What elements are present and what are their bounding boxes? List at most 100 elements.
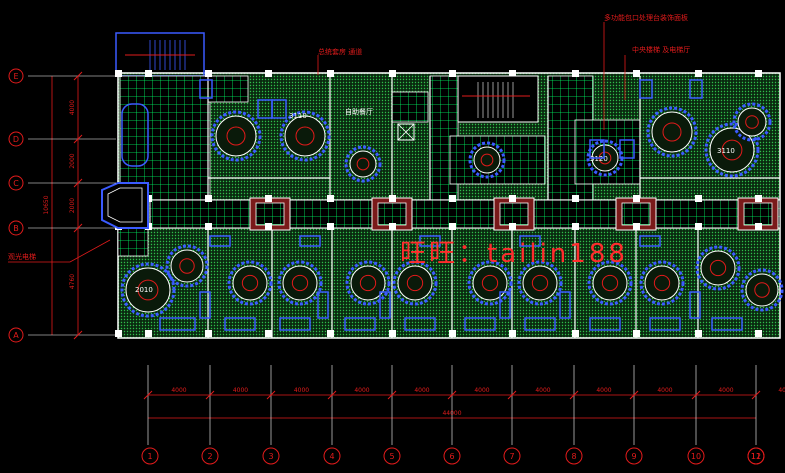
row-axis-C: C bbox=[8, 175, 24, 191]
table-chairs-5 bbox=[646, 106, 698, 158]
column-1-3 bbox=[145, 330, 152, 337]
column-8-3 bbox=[572, 330, 579, 337]
table-chairs-14 bbox=[467, 260, 513, 306]
annotation-top-3: 中央楼梯 及电梯厅 bbox=[632, 45, 690, 54]
col-axis-label-2: 2 bbox=[207, 452, 212, 461]
table-label-1: 3110 bbox=[717, 147, 735, 155]
table-chairs-12 bbox=[345, 260, 391, 306]
col-dim-text-10: 4000 bbox=[778, 387, 785, 394]
row-axis-label-D: D bbox=[13, 135, 19, 144]
column-11-2 bbox=[755, 223, 762, 230]
row-axis-circle-B bbox=[8, 220, 24, 236]
table-chairs-19 bbox=[740, 268, 784, 312]
annotation-leaders bbox=[8, 22, 626, 263]
row-axis-label-E: E bbox=[13, 72, 18, 81]
table-center-5 bbox=[662, 122, 682, 142]
column-3-3 bbox=[265, 330, 272, 337]
column-6-1 bbox=[449, 195, 456, 202]
round-table-8 bbox=[120, 262, 176, 318]
row-tick-4 bbox=[73, 330, 83, 340]
col-tick-8 bbox=[629, 390, 639, 400]
annotation-top-1: 总统套房 通道 bbox=[318, 47, 362, 56]
row-dim-text-1: 2000 bbox=[69, 153, 76, 168]
column-10-2 bbox=[695, 223, 702, 230]
table-top-14 bbox=[472, 265, 508, 301]
col-dim-text-2: 4000 bbox=[294, 387, 309, 394]
table-top-18 bbox=[700, 250, 736, 286]
table-top-5 bbox=[651, 111, 693, 153]
row-axis-label-C: C bbox=[13, 179, 19, 188]
round-table-9 bbox=[165, 244, 209, 288]
furniture-27 bbox=[639, 235, 661, 247]
row-axis-label-A: A bbox=[13, 331, 19, 340]
col-axis-label-9: 9 bbox=[631, 452, 636, 461]
table-top-9 bbox=[170, 249, 204, 283]
furniture-24 bbox=[299, 235, 321, 247]
col-axis-circle-1 bbox=[141, 447, 159, 465]
table-chairs-11 bbox=[277, 260, 323, 306]
column-6-2 bbox=[449, 223, 456, 230]
furniture-15 bbox=[649, 317, 681, 331]
column-0-3 bbox=[115, 330, 122, 337]
circulation-grid bbox=[117, 75, 641, 257]
round-table-15 bbox=[517, 260, 563, 306]
observation-bay bbox=[101, 182, 149, 229]
col-tick-2 bbox=[266, 390, 276, 400]
col-dim-text-3: 4000 bbox=[354, 387, 369, 394]
column-2-0 bbox=[205, 70, 212, 77]
col-tick-4 bbox=[387, 390, 397, 400]
table-center-11 bbox=[291, 274, 309, 292]
table-top-10 bbox=[232, 265, 268, 301]
table-top-16 bbox=[592, 265, 628, 301]
row-tick-1 bbox=[73, 134, 83, 144]
row-tick-3 bbox=[73, 223, 83, 233]
table-center-3 bbox=[480, 153, 494, 167]
column-2-1 bbox=[205, 195, 212, 202]
column-7-1 bbox=[509, 195, 516, 202]
col-axis-circle-4 bbox=[323, 447, 341, 465]
column-8-0 bbox=[572, 70, 579, 77]
grid-zone-6 bbox=[117, 227, 149, 257]
grid-zone-5 bbox=[391, 91, 429, 123]
column-6-3 bbox=[449, 330, 456, 337]
furniture bbox=[159, 79, 743, 331]
main-corridor bbox=[149, 199, 781, 229]
table-center-8 bbox=[137, 279, 159, 301]
furniture-14 bbox=[589, 317, 621, 331]
round-table-10 bbox=[227, 260, 273, 306]
elevator-shaft bbox=[397, 123, 415, 141]
table-label-0: 2010 bbox=[135, 286, 153, 294]
col-tick-7 bbox=[569, 390, 579, 400]
col-axis-circle-7 bbox=[503, 447, 521, 465]
table-top-19 bbox=[745, 273, 779, 307]
col-dim-text-9: 4000 bbox=[718, 387, 733, 394]
furniture-16 bbox=[711, 317, 743, 331]
table-chairs-0 bbox=[210, 110, 262, 162]
round-table-3 bbox=[468, 141, 506, 179]
row-dim-text-3: 4760 bbox=[69, 274, 76, 289]
column-7-0 bbox=[509, 70, 516, 77]
round-table-12 bbox=[345, 260, 391, 306]
watermark: 旺旺：tailin188 bbox=[400, 239, 628, 269]
column-11-3 bbox=[755, 330, 762, 337]
col-tick-0 bbox=[143, 390, 153, 400]
table-center-13 bbox=[406, 274, 424, 292]
col-axis-10: 10 bbox=[687, 447, 705, 465]
corridor-lobby-1 bbox=[371, 197, 413, 231]
column-10-3 bbox=[695, 330, 702, 337]
table-center-15 bbox=[531, 274, 549, 292]
table-center-0 bbox=[226, 126, 246, 146]
column-5-2 bbox=[389, 223, 396, 230]
lobby-inner-1 bbox=[377, 202, 407, 226]
annotation-top-2: 多功能包口处理台装饰面板 bbox=[604, 13, 688, 22]
col-axis-label-10: 10 bbox=[691, 452, 701, 461]
round-table-13 bbox=[392, 260, 438, 306]
col-axis-4: 4 bbox=[323, 447, 341, 465]
column-3-2 bbox=[265, 223, 272, 230]
column-7-2 bbox=[509, 223, 516, 230]
furniture-5 bbox=[639, 79, 653, 99]
column-5-0 bbox=[389, 70, 396, 77]
